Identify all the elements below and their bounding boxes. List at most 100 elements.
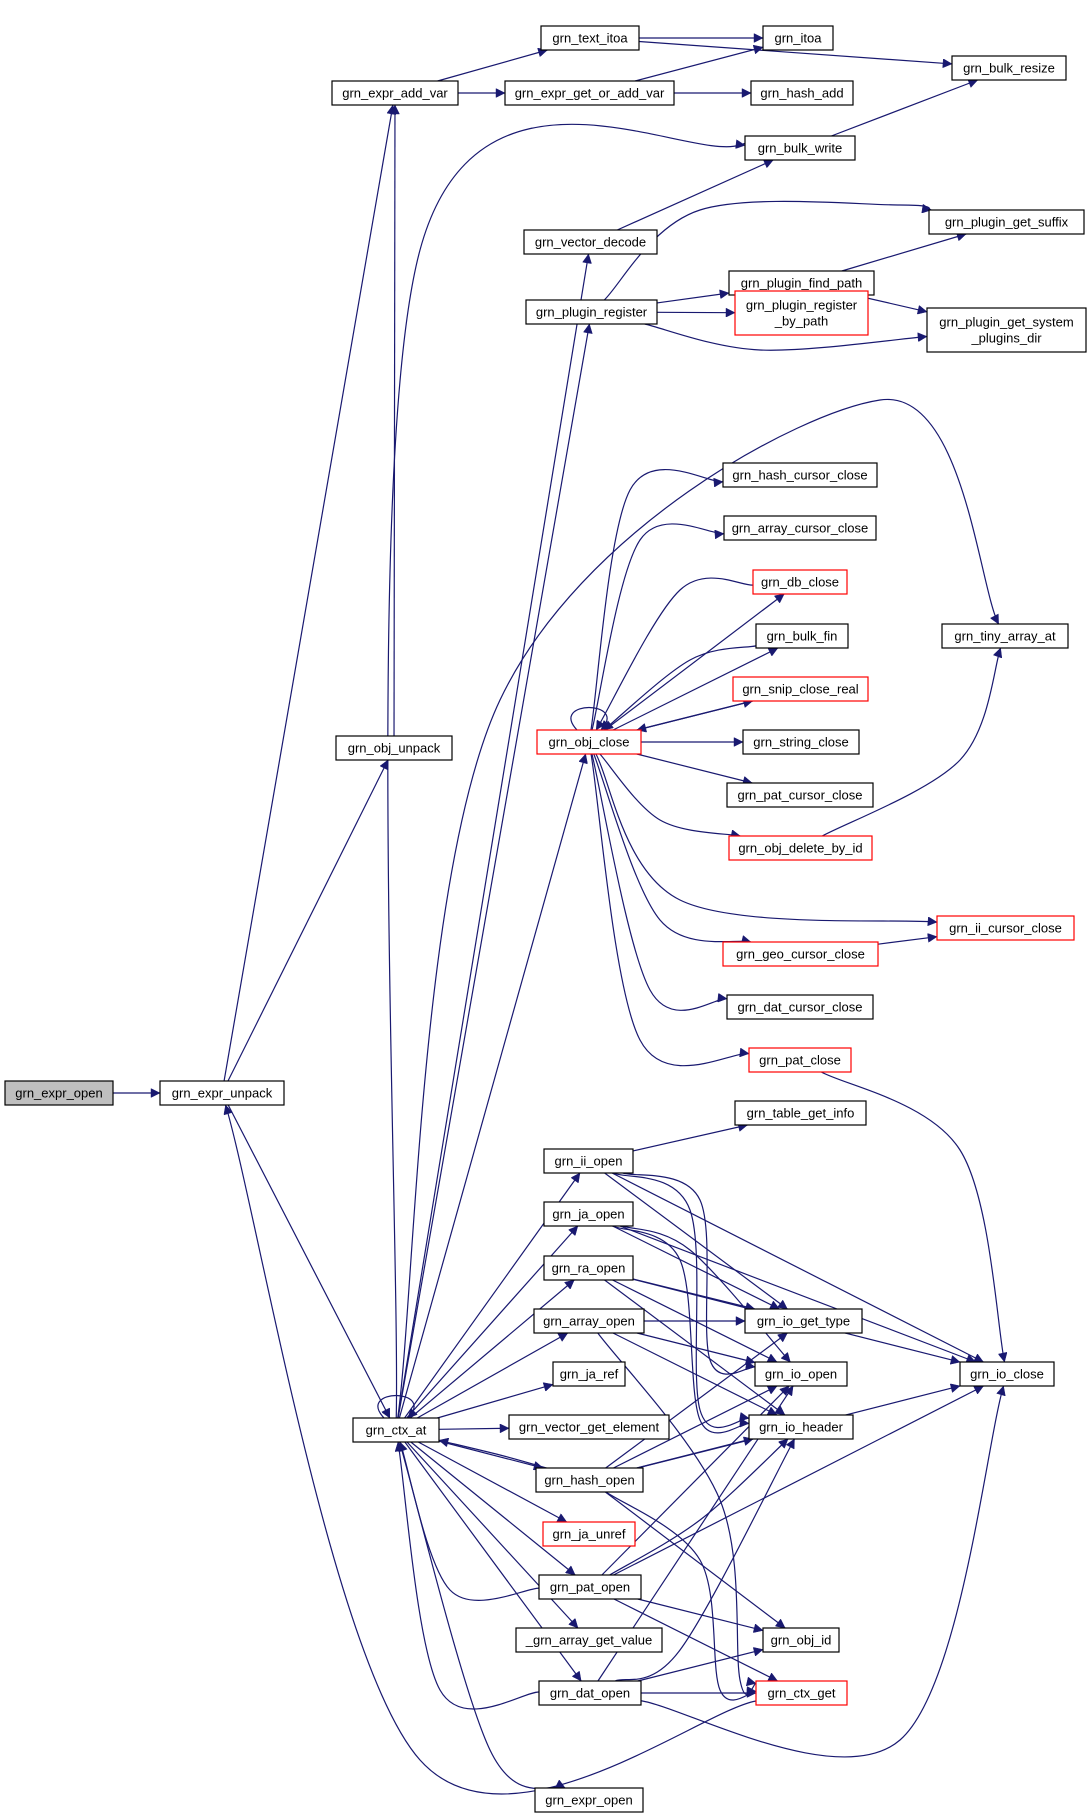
node-ja-open[interactable]: grn_ja_open xyxy=(543,1201,634,1227)
node-geo-cursor-close[interactable]: grn_geo_cursor_close xyxy=(722,941,879,967)
node-bulk-write[interactable]: grn_bulk_write xyxy=(744,135,856,161)
edge-ii-open-to-io-open xyxy=(622,1172,755,1375)
edge-pat-open-to-ctx-at xyxy=(400,1442,540,1601)
node-vector-decode[interactable]: grn_vector_decode xyxy=(523,229,658,255)
edge-ii-open-to-io-close xyxy=(611,1172,983,1363)
node-box xyxy=(928,209,1085,235)
node-hash-cursor-close[interactable]: grn_hash_cursor_close xyxy=(722,462,878,488)
node-expr-add-var[interactable]: grn_expr_add_var xyxy=(331,80,459,106)
node-obj-close[interactable]: grn_obj_close xyxy=(536,729,642,755)
node-table-get-info[interactable]: grn_table_get_info xyxy=(734,1100,867,1126)
node-box xyxy=(941,623,1069,649)
node-vector-get-element[interactable]: grn_vector_get_element xyxy=(508,1414,670,1440)
node-obj-unpack[interactable]: grn_obj_unpack xyxy=(335,735,453,761)
node-ja-ref[interactable]: grn_ja_ref xyxy=(552,1361,626,1387)
edge-obj-close-to-ii-cursor-close xyxy=(595,753,937,922)
node-label: grn_obj_close xyxy=(549,735,630,750)
node-db-close[interactable]: grn_db_close xyxy=(752,569,848,595)
node-array-get-value[interactable]: _grn_array_get_value xyxy=(515,1627,663,1653)
edge-array-open-to-io-header xyxy=(612,1332,777,1416)
node-plugin-register-by-path[interactable]: grn_plugin_register_by_path xyxy=(734,290,869,336)
node-label: grn_vector_get_element xyxy=(519,1420,660,1435)
edges-layer xyxy=(113,38,1005,1795)
node-label: grn_vector_decode xyxy=(535,235,646,250)
edge-text-itoa-to-bulk-resize xyxy=(638,40,952,64)
node-ja-unref[interactable]: grn_ja_unref xyxy=(542,1521,636,1547)
edge-obj-close-to-array-cursor-close xyxy=(591,523,724,731)
node-box xyxy=(723,515,877,541)
node-label: _plugins_dir xyxy=(970,331,1042,346)
edge-hash-open-to-io-open xyxy=(613,1385,777,1469)
node-obj-delete-by-id[interactable]: grn_obj_delete_by_id xyxy=(728,835,873,861)
node-box xyxy=(936,915,1075,941)
node-plugin-get-system-plugins-dir[interactable]: grn_plugin_get_system_plugins_dir xyxy=(926,307,1087,353)
node-obj-id[interactable]: grn_obj_id xyxy=(762,1627,840,1653)
node-label: grn_expr_add_var xyxy=(342,86,448,101)
node-hash-add[interactable]: grn_hash_add xyxy=(750,80,854,106)
node-box xyxy=(754,1361,848,1387)
node-label: grn_plugin_register xyxy=(536,305,648,320)
edge-dat-open-to-io-header xyxy=(614,1439,796,1682)
node-label: grn_obj_delete_by_id xyxy=(738,841,862,856)
node-io-close[interactable]: grn_io_close xyxy=(959,1361,1055,1387)
node-ctx-get[interactable]: grn_ctx_get xyxy=(755,1680,848,1706)
node-dat-cursor-close[interactable]: grn_dat_cursor_close xyxy=(726,994,874,1020)
node-box xyxy=(959,1361,1055,1387)
node-box xyxy=(752,569,848,595)
edge-hash-open-to-io-header xyxy=(637,1439,753,1469)
node-hash-open[interactable]: grn_hash_open xyxy=(535,1467,644,1493)
node-label: grn_ctx_get xyxy=(768,1686,836,1701)
node-tiny-array-at[interactable]: grn_tiny_array_at xyxy=(941,623,1069,649)
node-ii-open[interactable]: grn_ii_open xyxy=(543,1148,634,1174)
edge-pat-close-to-io-close xyxy=(821,1071,1004,1362)
node-bulk-fin[interactable]: grn_bulk_fin xyxy=(755,623,849,649)
node-ra-open[interactable]: grn_ra_open xyxy=(543,1255,634,1281)
node-expr-open-root[interactable]: grn_expr_open xyxy=(4,1080,114,1106)
edge-ja-open-to-io-header xyxy=(612,1225,749,1434)
node-label: grn_ra_open xyxy=(552,1261,626,1276)
node-itoa[interactable]: grn_itoa xyxy=(762,25,834,51)
node-text-itoa[interactable]: grn_text_itoa xyxy=(540,25,640,51)
node-expr-open[interactable]: grn_expr_open xyxy=(534,1787,644,1813)
node-string-close[interactable]: grn_string_close xyxy=(742,729,860,755)
edge-ctx-at-to-ra-open xyxy=(409,1279,575,1419)
node-box xyxy=(335,735,453,761)
node-label: grn_geo_cursor_close xyxy=(736,947,865,962)
node-ii-cursor-close[interactable]: grn_ii_cursor_close xyxy=(936,915,1075,941)
node-plugin-get-suffix[interactable]: grn_plugin_get_suffix xyxy=(928,209,1085,235)
node-box xyxy=(744,1308,863,1334)
node-expr-unpack[interactable]: grn_expr_unpack xyxy=(159,1080,285,1106)
node-label: grn_bulk_fin xyxy=(767,629,838,644)
edge-obj-close-to-db-close xyxy=(604,593,784,731)
node-label: grn_plugin_register xyxy=(746,298,858,313)
node-dat-open[interactable]: grn_dat_open xyxy=(538,1680,642,1706)
edge-pat-open-to-io-header xyxy=(609,1438,789,1576)
edge-ctx-at-to-expr-open xyxy=(398,1441,566,1790)
node-expr-get-or-add-var[interactable]: grn_expr_get_or_add_var xyxy=(504,80,675,106)
node-box xyxy=(533,1308,645,1334)
edge-bulk-fin-to-obj-close xyxy=(604,645,757,731)
node-pat-close[interactable]: grn_pat_close xyxy=(748,1047,852,1073)
node-ctx-at[interactable]: grn_ctx_at xyxy=(352,1417,440,1443)
node-array-open[interactable]: grn_array_open xyxy=(533,1308,645,1334)
node-label: grn_array_cursor_close xyxy=(732,521,869,536)
node-plugin-register[interactable]: grn_plugin_register xyxy=(525,299,658,325)
node-io-open[interactable]: grn_io_open xyxy=(754,1361,848,1387)
edge-ctx-at-to-vector-decode xyxy=(397,254,589,1419)
node-label: grn_obj_unpack xyxy=(348,741,441,756)
node-box xyxy=(722,462,878,488)
node-label: grn_io_get_type xyxy=(757,1314,850,1329)
node-array-cursor-close[interactable]: grn_array_cursor_close xyxy=(723,515,877,541)
node-label: grn_ja_open xyxy=(552,1207,624,1222)
node-pat-cursor-close[interactable]: grn_pat_cursor_close xyxy=(726,782,874,808)
node-io-header[interactable]: grn_io_header xyxy=(748,1414,854,1440)
node-box xyxy=(951,55,1067,81)
node-io-get-type[interactable]: grn_io_get_type xyxy=(744,1308,863,1334)
node-box xyxy=(331,80,459,106)
node-snip-close-real[interactable]: grn_snip_close_real xyxy=(732,676,869,702)
node-pat-open[interactable]: grn_pat_open xyxy=(538,1574,642,1600)
edge-ctx-at-to-ja-unref xyxy=(417,1441,566,1523)
node-label: grn_dat_open xyxy=(550,1686,630,1701)
node-bulk-resize[interactable]: grn_bulk_resize xyxy=(951,55,1067,81)
node-box xyxy=(732,676,869,702)
